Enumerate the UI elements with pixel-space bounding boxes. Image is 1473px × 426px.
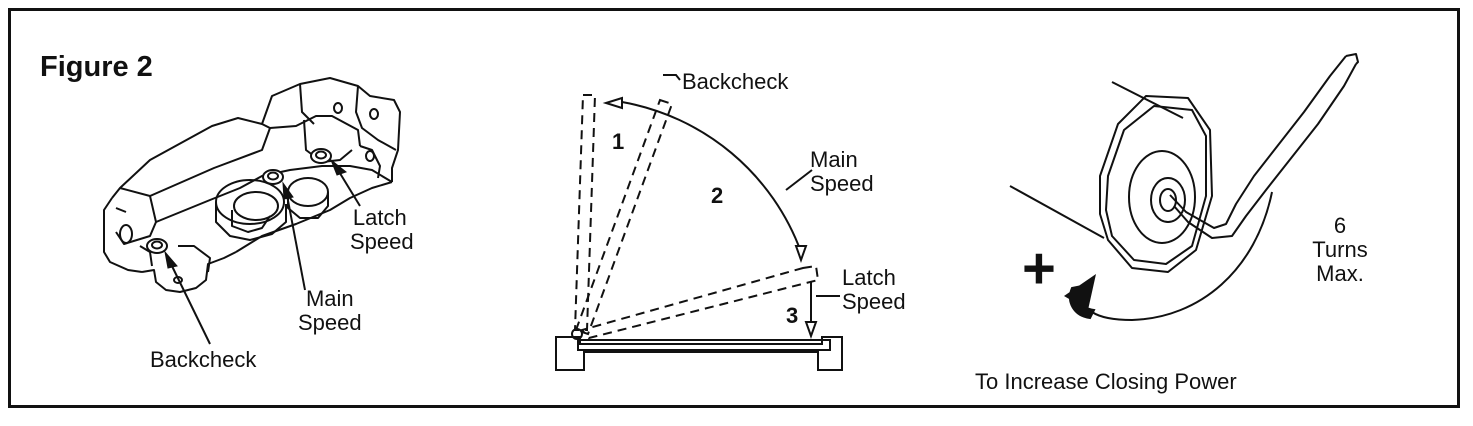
turns-max-label-line1: 6 (1333, 213, 1347, 238)
zone-1-label: 1 (612, 129, 625, 154)
closer-main-speed-label-line2: Speed (298, 309, 362, 335)
figure-border (8, 8, 1460, 408)
zone-3-label: 3 (786, 303, 799, 328)
figure-title: Figure 2 (40, 51, 153, 83)
turns-max-label-line3: Max. (1316, 260, 1364, 286)
closer-latch-speed-label: Latch Speed (346, 206, 414, 254)
zone-2-label: 2 (711, 183, 724, 208)
door-latch-speed-label: Latch Speed (842, 266, 906, 314)
closer-latch-speed-label-line1: Latch (352, 205, 407, 230)
door-main-speed-label-line2: Speed (810, 170, 874, 196)
closer-latch-speed-label-line2: Speed (350, 228, 414, 254)
door-latch-speed-label-line1: Latch (842, 265, 896, 290)
door-latch-speed-label-line2: Speed (842, 288, 906, 314)
door-main-speed-label-line1: Main (810, 147, 858, 172)
closer-backcheck-label: Backcheck (150, 347, 257, 372)
plus-sign: + (1022, 236, 1056, 301)
increase-closing-power-caption: To Increase Closing Power (975, 369, 1237, 394)
door-backcheck-label: Backcheck (682, 69, 789, 94)
turns-max-label: 6 Turns Max. (1300, 214, 1380, 285)
turns-max-label-line2: Turns (1312, 236, 1368, 262)
closer-main-speed-label: Main Speed (298, 287, 362, 335)
closer-main-speed-label-line1: Main (305, 286, 354, 311)
door-main-speed-label: Main Speed (810, 148, 874, 196)
